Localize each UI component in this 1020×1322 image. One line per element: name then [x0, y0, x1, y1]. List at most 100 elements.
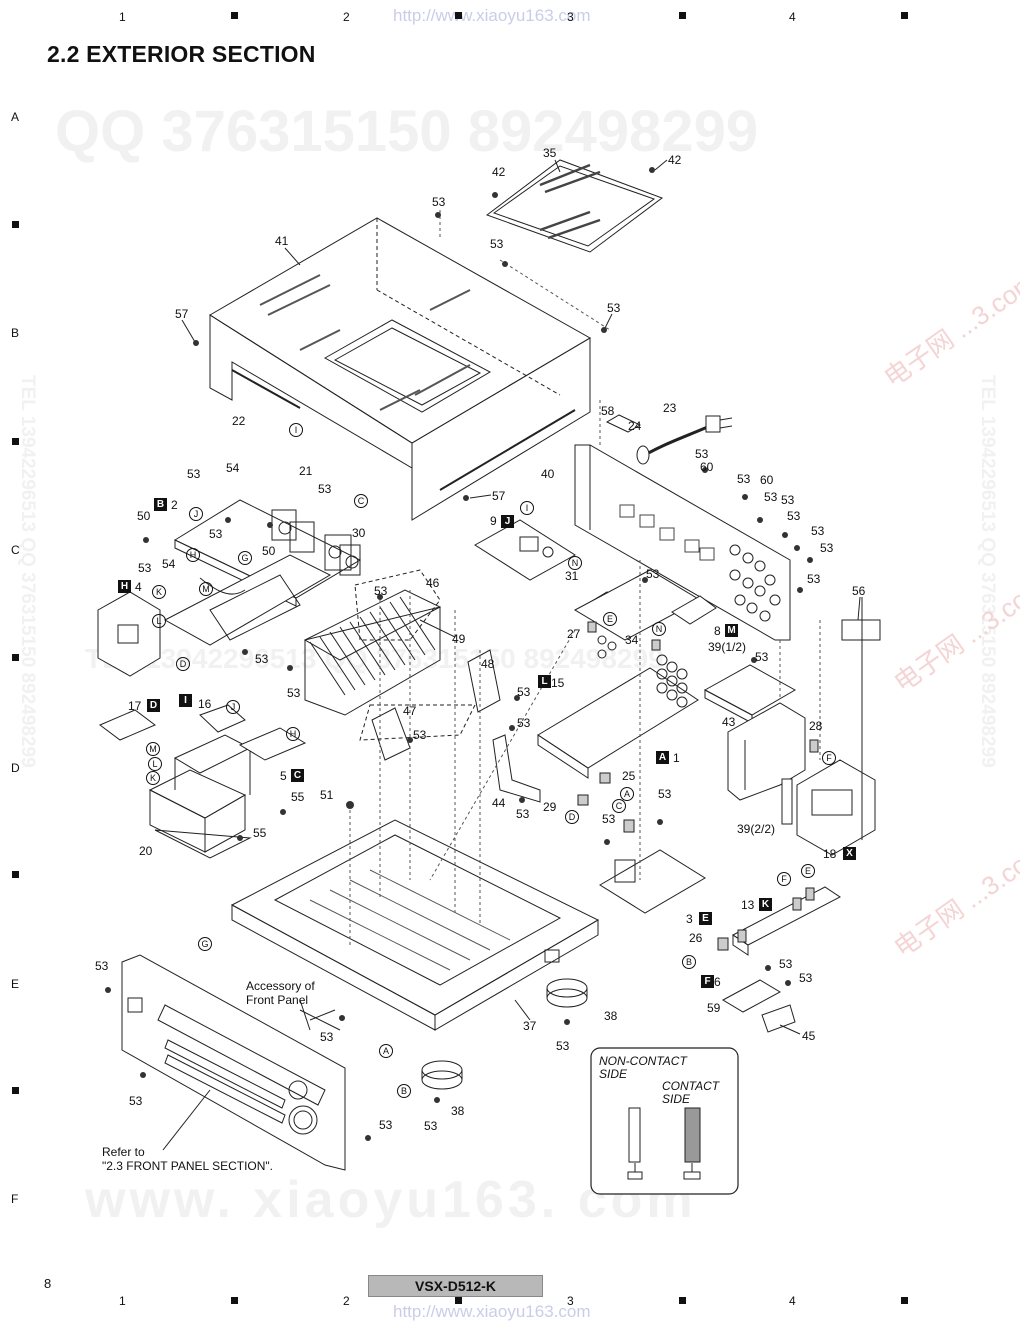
power-cord-23 [605, 414, 733, 465]
part-number-label: 59 [707, 1001, 721, 1015]
part-number-label: 53 [516, 807, 530, 821]
grid-square [231, 1297, 238, 1304]
grid-square [679, 12, 686, 19]
part-number-label: 1 [673, 751, 680, 765]
grid-row-b: B [11, 326, 20, 340]
accessory-note-line1: Accessory of [246, 979, 315, 993]
non-contact-side-label: NON-CONTACT SIDE [599, 1055, 687, 1081]
page-title: 2.2 EXTERIOR SECTION [47, 41, 316, 67]
part-number-label: 55 [291, 790, 305, 804]
connector-marker: L [148, 757, 162, 771]
connector-marker: N [652, 622, 666, 636]
non-contact-line2: SIDE [599, 1067, 628, 1081]
board-tag: I [179, 694, 192, 707]
grid-square [901, 1297, 908, 1304]
heatsink-46 [303, 569, 442, 716]
refer-note-line2: "2.3 FRONT PANEL SECTION". [102, 1159, 273, 1173]
connector-marker: H [186, 548, 200, 562]
transformer-20 [148, 734, 252, 859]
contact-side-label: CONTACT SIDE [662, 1080, 719, 1106]
part-number-label: 18 [823, 847, 837, 861]
part-number-label: 53 [764, 490, 778, 504]
accessory-note: Accessory of Front Panel [246, 979, 315, 1007]
part-number-label: 53 [646, 567, 660, 581]
part-number-label: 53 [287, 686, 301, 700]
connector-marker: M [199, 582, 213, 596]
part-number-label: 47 [403, 704, 417, 718]
grid-col-4: 4 [789, 1294, 796, 1308]
part-number-label: 53 [807, 572, 821, 586]
part-number-label: 51 [320, 788, 334, 802]
connector-marker: N [568, 556, 582, 570]
grid-square [12, 438, 19, 445]
part-number-label: 60 [760, 473, 774, 487]
page-number: 8 [44, 1276, 52, 1291]
grid-row-c: C [11, 543, 20, 557]
grid-col-3: 3 [567, 1294, 574, 1308]
connector-marker: J [189, 507, 203, 521]
part-number-label: 53 [517, 685, 531, 699]
part-number-label: 38 [604, 1009, 618, 1023]
grid-square [455, 12, 462, 19]
part-number-label: 49 [452, 632, 466, 646]
bracket-assembly [163, 554, 332, 646]
grid-square [12, 654, 19, 661]
board-8 [671, 595, 717, 625]
part-number-label: 8 [714, 624, 721, 638]
foot-38-right [546, 978, 588, 1008]
grid-col-2: 2 [343, 1294, 350, 1308]
part-number-label: 53 [602, 812, 616, 826]
case-cover-41 [209, 217, 592, 521]
part-number-label: 53 [607, 301, 621, 315]
part-number-label: 54 [162, 557, 176, 571]
connector-marker: J [226, 700, 240, 714]
accessory-note-line2: Front Panel [246, 993, 309, 1007]
part-number-label: 48 [481, 657, 495, 671]
board-tag: F [701, 975, 714, 988]
part-number-label: 53 [556, 1039, 570, 1053]
connector-marker: E [603, 612, 617, 626]
grid-row-a: A [11, 110, 20, 124]
part-number-label: 53 [187, 467, 201, 481]
connector-marker: E [801, 864, 815, 878]
grid-square [231, 12, 238, 19]
board-tag: C [291, 769, 304, 782]
grid-col-1: 1 [119, 1294, 126, 1308]
part-number-label: 53 [209, 527, 223, 541]
part-number-label: 41 [275, 234, 289, 248]
top-panel-35 [485, 159, 664, 253]
connector-marker: K [152, 585, 166, 599]
part-number-label: 53 [320, 1030, 334, 1044]
part-number-label: 53 [374, 584, 388, 598]
connector-marker: H [286, 727, 300, 741]
part-number-label: 53 [695, 447, 709, 461]
grid-square [901, 12, 908, 19]
part-number-label: 55 [253, 826, 267, 840]
part-number-label: 35 [543, 146, 557, 160]
grid-square [12, 1087, 19, 1094]
part-number-label: 30 [352, 526, 366, 540]
board-tag: E [699, 912, 712, 925]
connector-marker: I [289, 423, 303, 437]
part-number-label: 3 [686, 912, 693, 926]
board-6 [721, 979, 782, 1013]
connector-marker: B [397, 1084, 411, 1098]
watermark-url-bottom: http://www.xiaoyu163.com [393, 1302, 591, 1321]
grid-square [12, 871, 19, 878]
part-number-label: 39(1/2) [708, 640, 747, 654]
connector-marker: C [612, 799, 626, 813]
part-number-label: 50 [262, 544, 276, 558]
front-panel [121, 954, 346, 1171]
part-number-label: 58 [601, 404, 615, 418]
part-number-label: 53 [811, 524, 825, 538]
part-number-label: 56 [852, 584, 866, 598]
part-number-label: 28 [809, 719, 823, 733]
connector-marker: G [238, 551, 252, 565]
board-tag: M [725, 624, 738, 637]
part-number-label: 23 [663, 401, 677, 415]
part-number-label: 53 [781, 493, 795, 507]
part-number-label: 53 [129, 1094, 143, 1108]
part-number-label: 53 [755, 650, 769, 664]
part-number-label: 53 [413, 728, 427, 742]
part-number-label: 46 [426, 576, 440, 590]
